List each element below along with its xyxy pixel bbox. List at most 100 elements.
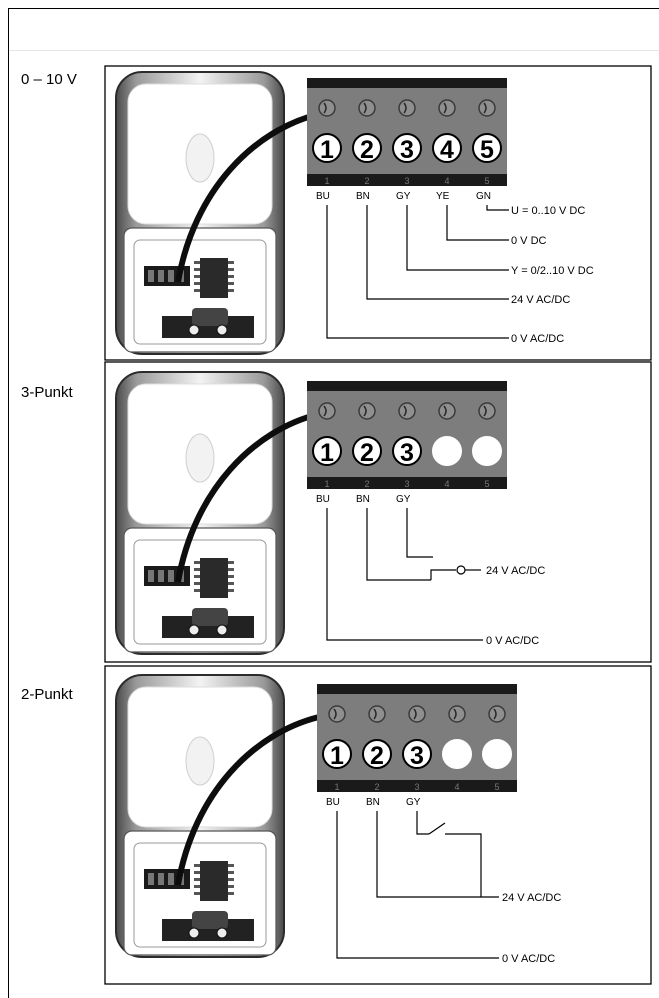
wire-color-label: BN [356, 494, 370, 505]
screw-head-icon [478, 99, 496, 117]
terminal-index-5: 5 [484, 176, 489, 186]
screw-slot [443, 405, 447, 417]
screw-head-icon [438, 99, 456, 117]
chip-pin [194, 575, 200, 578]
connector-pin [148, 570, 154, 582]
device-chip [200, 258, 228, 298]
terminal-5 [472, 133, 502, 163]
device-clamp [162, 316, 254, 338]
wire-color-label: BN [366, 797, 380, 808]
device-window [185, 133, 215, 183]
terminal-5 [482, 739, 512, 769]
chip-pin [228, 268, 234, 271]
device-base-inner [133, 842, 267, 948]
screw-slot [363, 102, 367, 114]
wire-line [326, 508, 483, 641]
chip-pin [194, 864, 200, 867]
chip-pin [228, 575, 234, 578]
chip-pin [228, 878, 234, 881]
wire-color-label: BU [316, 494, 330, 505]
output-label: 0 V AC/DC [511, 333, 564, 345]
screw-icon [216, 324, 228, 336]
screw-slot [333, 708, 337, 720]
wire-color-label: BN [356, 191, 370, 202]
chip-pin [194, 885, 200, 888]
connector-pin [148, 873, 154, 885]
screw-slot [443, 102, 447, 114]
screw-icon [216, 927, 228, 939]
chip-pin [194, 589, 200, 592]
terminal-strip-top [307, 381, 507, 391]
screw-head-icon [358, 99, 376, 117]
screw-head-icon [368, 705, 386, 723]
wire-line [486, 205, 509, 211]
screw-head-icon [398, 402, 416, 420]
terminal-index-1: 1 [334, 782, 339, 792]
terminal-label-4: 4 [440, 136, 454, 164]
chip-pin [194, 582, 200, 585]
terminal-label-3: 3 [400, 439, 414, 467]
terminal-index-3: 3 [404, 479, 409, 489]
screw-slot [483, 102, 487, 114]
device-window [185, 736, 215, 786]
wire-line [446, 205, 509, 241]
terminal-label-1: 1 [330, 742, 344, 770]
terminal-index-3: 3 [414, 782, 419, 792]
terminal-1 [322, 739, 352, 769]
wire-line [376, 811, 499, 898]
wire-line [406, 508, 433, 558]
terminal-index-4: 4 [444, 479, 449, 489]
terminal-index-5: 5 [484, 479, 489, 489]
connector-pin [168, 570, 174, 582]
cable [175, 411, 320, 583]
chip-pin [194, 261, 200, 264]
connector-pin [158, 570, 164, 582]
wire-line [445, 833, 482, 897]
terminal-label-2: 2 [370, 742, 384, 770]
wire-line [326, 205, 509, 339]
chip-pin [194, 561, 200, 564]
screw-head-icon [438, 402, 456, 420]
connector-pin [158, 873, 164, 885]
screw-slot [483, 405, 487, 417]
screw-icon [188, 324, 200, 336]
terminal-strip-bottom [317, 780, 517, 792]
connector-pin [168, 270, 174, 282]
terminal-label-1: 1 [320, 136, 334, 164]
terminal-label-5: 5 [480, 136, 494, 164]
terminal-3 [392, 436, 422, 466]
row-label-2-punkt: 2-Punkt [21, 686, 73, 703]
terminal-2 [362, 739, 392, 769]
output-label: 0 V AC/DC [502, 953, 555, 965]
row-label-3-punkt: 3-Punkt [21, 384, 73, 401]
row-label-0-10v: 0 – 10 V [21, 71, 77, 88]
chip-pin [194, 892, 200, 895]
device-clamp-top [192, 911, 228, 929]
screw-icon [188, 927, 200, 939]
wire-color-label: GY [406, 797, 421, 808]
screw-slot [493, 708, 497, 720]
output-label: U = 0..10 V DC [511, 205, 585, 217]
terminal-2 [352, 133, 382, 163]
screw-icon [188, 624, 200, 636]
wire-color-label: BU [316, 191, 330, 202]
terminal-2 [352, 436, 382, 466]
chip-pin [228, 892, 234, 895]
terminal-index-2: 2 [364, 479, 369, 489]
terminal-3 [402, 739, 432, 769]
device-base-inner [133, 239, 267, 345]
screw-head-icon [318, 402, 336, 420]
output-label: 0 V AC/DC [486, 635, 539, 647]
switch-contact-icon [456, 565, 466, 575]
wire-color-label: YE [436, 191, 450, 202]
chip-pin [228, 275, 234, 278]
terminal-strip-bottom [307, 174, 507, 186]
chip-pin [194, 871, 200, 874]
screw-head-icon [478, 402, 496, 420]
terminal-4 [432, 436, 462, 466]
screw-slot [403, 405, 407, 417]
